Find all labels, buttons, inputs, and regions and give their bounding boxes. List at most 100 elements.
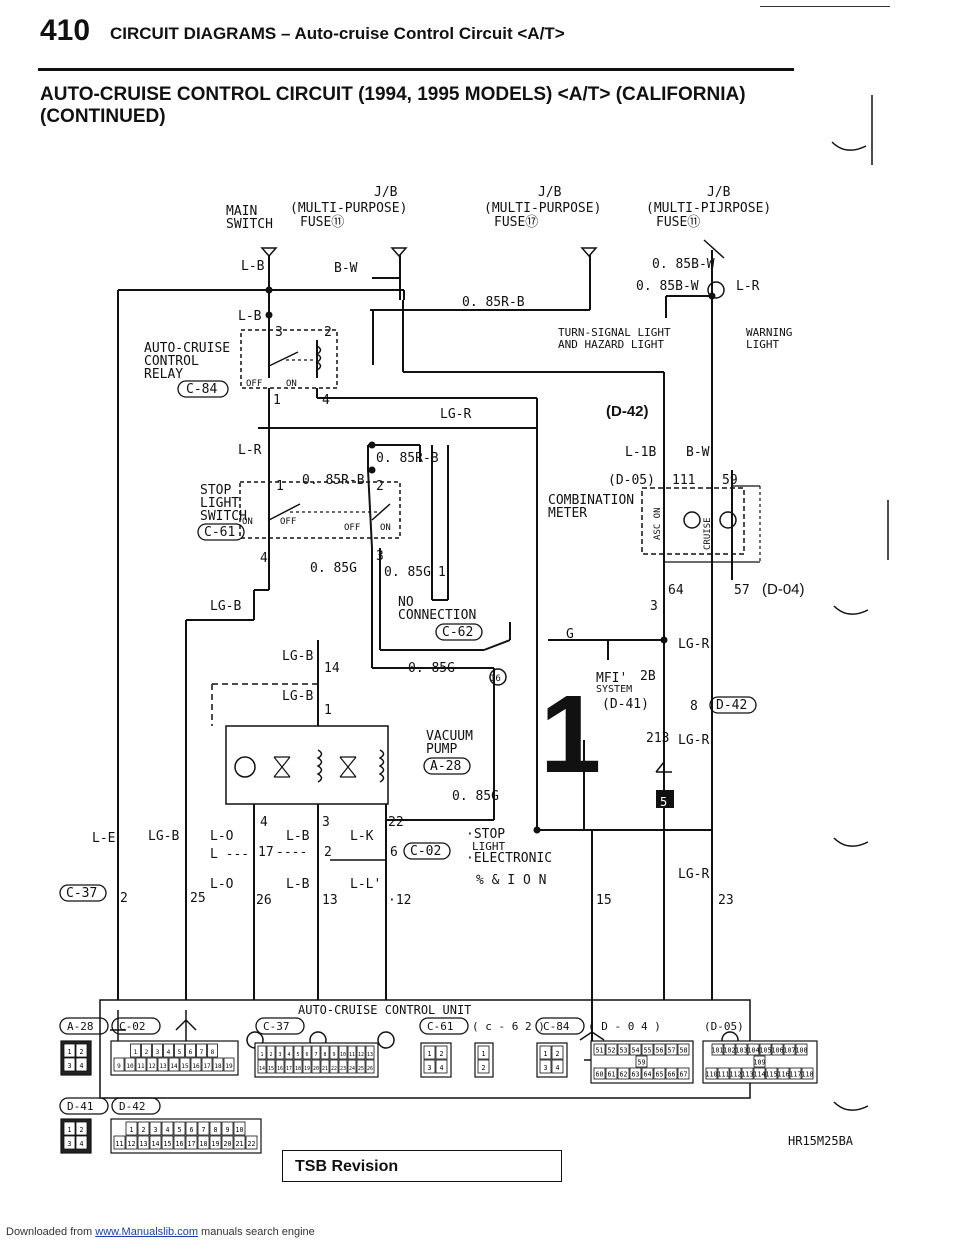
conn-c37-pin-17: [284, 1059, 294, 1074]
conn-d42-pin-10: [233, 1121, 246, 1136]
lbl-d42-bold: (D-42): [606, 403, 649, 420]
conn-a28-pin-label: 4: [80, 1062, 84, 1070]
pin-3c: 3: [322, 815, 330, 830]
w-g1: G: [566, 627, 574, 642]
conn-d42-pin-label: 16: [176, 1140, 184, 1148]
ground-marker: [656, 790, 674, 808]
conn-c61-pin-2: [435, 1045, 448, 1060]
conn-d42-pin-1: [125, 1121, 138, 1136]
pin-2c: 2: [324, 845, 332, 860]
pin-3-stop: 3: [376, 549, 384, 564]
svg-text:OFF: OFF: [280, 517, 296, 527]
lbl-noconn-2: CONNECTION: [398, 608, 476, 623]
conn-d04-pin-label: 53: [620, 1047, 628, 1055]
conn-c02-pin-label: 18: [214, 1063, 222, 1070]
download-prefix: Downloaded from: [6, 1226, 96, 1238]
conn-d05-pin-label: 103: [736, 1047, 748, 1055]
conn-c37-pin-label: 11: [349, 1052, 355, 1058]
conn-c02-pin-18: [212, 1057, 224, 1072]
conn-d41-pin-4: [75, 1135, 88, 1150]
conn-d04-pin-66: [665, 1067, 678, 1080]
lbl-d04-bold: (D-04): [762, 581, 805, 598]
conn-c37-pin-label: 20: [313, 1066, 319, 1072]
pin-26: 26: [256, 893, 272, 908]
conn-c37-pin-4: [284, 1045, 294, 1060]
conn-c02-pin-label: 5: [178, 1049, 182, 1056]
conn-d05-pin-117: [789, 1067, 802, 1080]
conn-d04-pin-57: [665, 1043, 678, 1056]
conn-d04-pin-label: 55: [644, 1047, 652, 1055]
w-bw: B-W: [334, 261, 358, 276]
conn-d04-pin-60: [593, 1067, 606, 1080]
conn-c37-pin-label: 2: [270, 1052, 273, 1058]
w-lgb1: LG-B: [210, 599, 241, 614]
lbl-relay-1: AUTO-CRUISE: [144, 341, 230, 356]
conn-d04-pin-label: 62: [620, 1071, 628, 1079]
w-lb1: L-B: [241, 259, 265, 274]
conn-c37-pin-label: 9: [333, 1052, 336, 1058]
conn-d42-pin-label: 12: [128, 1140, 136, 1148]
w-lgb3: LG-B: [282, 689, 313, 704]
conn-d42-pin-label: 3: [154, 1126, 158, 1134]
pin-3b: 3: [650, 599, 658, 614]
conn-c61-pin-label: 4: [440, 1064, 444, 1072]
conn-c02-pin-label: 2: [145, 1049, 149, 1056]
conn-d41-pin-label: 3: [68, 1140, 72, 1148]
svg-text:ON: ON: [380, 523, 391, 533]
svg-text:OFF: OFF: [344, 523, 360, 533]
w-085g-2: 0. 85G: [384, 565, 431, 580]
conn-c37-pin-label: 25: [358, 1066, 364, 1072]
ref-c02: C-02: [119, 1020, 146, 1033]
conn-c37-pin-label: 24: [349, 1066, 355, 1072]
conn-d41-pin-label: 1: [68, 1126, 72, 1134]
conn-d05-pin-label: 118: [802, 1071, 814, 1079]
conn-c37-pin-25: [356, 1059, 366, 1074]
conn-c61-pin-label: 1: [428, 1050, 432, 1058]
conn-c02-pin-7: [196, 1043, 207, 1058]
conn-c84-pin-3: [539, 1059, 552, 1074]
conn-d05-pin-112: [729, 1067, 742, 1080]
conn-d05-pin-label: 109: [754, 1059, 766, 1067]
conn-c84-pin-1: [539, 1045, 552, 1060]
w-bw2: B-W: [686, 445, 710, 460]
conn-d42-pin-label: 1: [130, 1126, 134, 1134]
conn-c37-pin-label: 7: [315, 1052, 318, 1058]
lbl-c62: C-62: [442, 625, 473, 640]
conn-c02-pin-label: 17: [203, 1063, 211, 1070]
diagram-code: HR15M25BA: [788, 1134, 854, 1148]
conn-d05-pin-106: [771, 1043, 784, 1056]
conn-d42-pin-label: 5: [178, 1126, 182, 1134]
lbl-on: ON: [286, 379, 297, 389]
conn-c62-pin-2: [477, 1059, 490, 1074]
conn-d04-pin-label: 67: [680, 1071, 688, 1079]
pin-1b: 1: [438, 565, 446, 580]
ref-d05: (D-05): [704, 1020, 744, 1033]
lbl-fuse-17: FUSE⑰: [494, 215, 538, 230]
conn-d05-pin-111: [717, 1067, 730, 1080]
conn-c37-pin-label: 1: [261, 1052, 264, 1058]
conn-d04-pin-label: 66: [668, 1071, 676, 1079]
conn-d05-pin-label: 114: [754, 1071, 766, 1079]
conn-c02-pin-label: 13: [159, 1063, 167, 1070]
conn-d04-pin-58: [677, 1043, 690, 1056]
manualslib-link[interactable]: www.Manualslib.com: [95, 1226, 198, 1238]
conn-d42-pin-19: [209, 1135, 222, 1150]
conn-c37-pin-label: 26: [367, 1066, 373, 1072]
conn-c61-pin-1: [423, 1045, 436, 1060]
conn-d42-pin-15: [161, 1135, 174, 1150]
page-header-title: CIRCUIT DIAGRAMS – Auto-cruise Control C…: [110, 24, 565, 43]
conn-c84-pin-2: [551, 1045, 564, 1060]
conn-c02-pin-15: [179, 1057, 191, 1072]
w-lgr5: LG-R: [678, 867, 709, 882]
conn-d42-pin-4: [161, 1121, 174, 1136]
conn-d05-pin-label: 106: [772, 1047, 784, 1055]
conn-d04-pin-54: [629, 1043, 642, 1056]
pin-8: 8: [690, 699, 698, 714]
ref-a28: A-28: [67, 1020, 94, 1033]
conn-d42-pin-6: [185, 1121, 198, 1136]
conn-d42-pin-21: [233, 1135, 246, 1150]
conn-c02-pin-1: [130, 1043, 141, 1058]
lbl-relay-3: RELAY: [144, 367, 183, 382]
w-lgr3: LG-R: [678, 637, 709, 652]
